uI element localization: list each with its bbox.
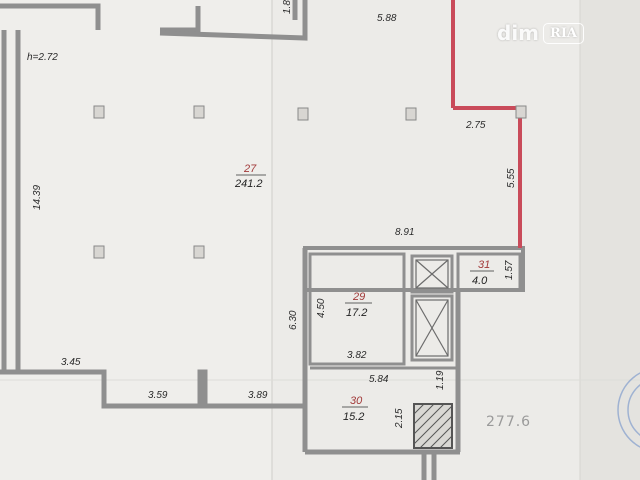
dim-right-b: 5.55 bbox=[506, 168, 517, 188]
dim-right-a: 2.75 bbox=[465, 120, 486, 131]
dim-top-right: 5.88 bbox=[377, 13, 397, 24]
room-29-area: 17.2 bbox=[346, 307, 367, 319]
elevator-marks bbox=[415, 259, 449, 357]
handwritten-total: 277.6 bbox=[486, 414, 531, 430]
stamp bbox=[617, 372, 640, 448]
dim-left-height: 14.39 bbox=[32, 185, 43, 210]
room-27-area: 241.2 bbox=[234, 178, 263, 190]
room-30-number: 30 bbox=[350, 395, 363, 407]
dim-core-height: 6.30 bbox=[288, 310, 299, 330]
watermark-badge: RIA bbox=[543, 22, 584, 44]
dim-core-width: 8.91 bbox=[395, 227, 414, 238]
watermark-logo: dim RIA bbox=[497, 17, 605, 49]
room-27-number: 27 bbox=[243, 163, 257, 175]
room-30-area: 15.2 bbox=[343, 411, 364, 423]
room-29-number: 29 bbox=[352, 291, 365, 303]
dim-room30-height: 2.15 bbox=[394, 408, 405, 429]
dim-room30-width: 5.84 bbox=[369, 374, 389, 385]
columns bbox=[93, 105, 527, 259]
dim-room31-height: 1.57 bbox=[504, 260, 515, 280]
dim-bottom-a: 3.45 bbox=[61, 357, 81, 368]
hatched-block bbox=[413, 403, 453, 449]
dim-room30-side: 1.19 bbox=[435, 370, 446, 390]
dim-bottom-b: 3.59 bbox=[148, 390, 168, 401]
watermark-text: dim bbox=[497, 21, 540, 45]
ceiling-height: h=2.72 bbox=[27, 52, 58, 63]
dim-room29-height: 4.50 bbox=[316, 298, 327, 318]
dim-top-small: 1.85 bbox=[282, 0, 293, 14]
dim-room29-width: 3.82 bbox=[347, 350, 367, 361]
room-31-area: 4.0 bbox=[472, 275, 488, 287]
dim-bottom-c: 3.89 bbox=[248, 390, 268, 401]
room-31-number: 31 bbox=[478, 259, 490, 271]
